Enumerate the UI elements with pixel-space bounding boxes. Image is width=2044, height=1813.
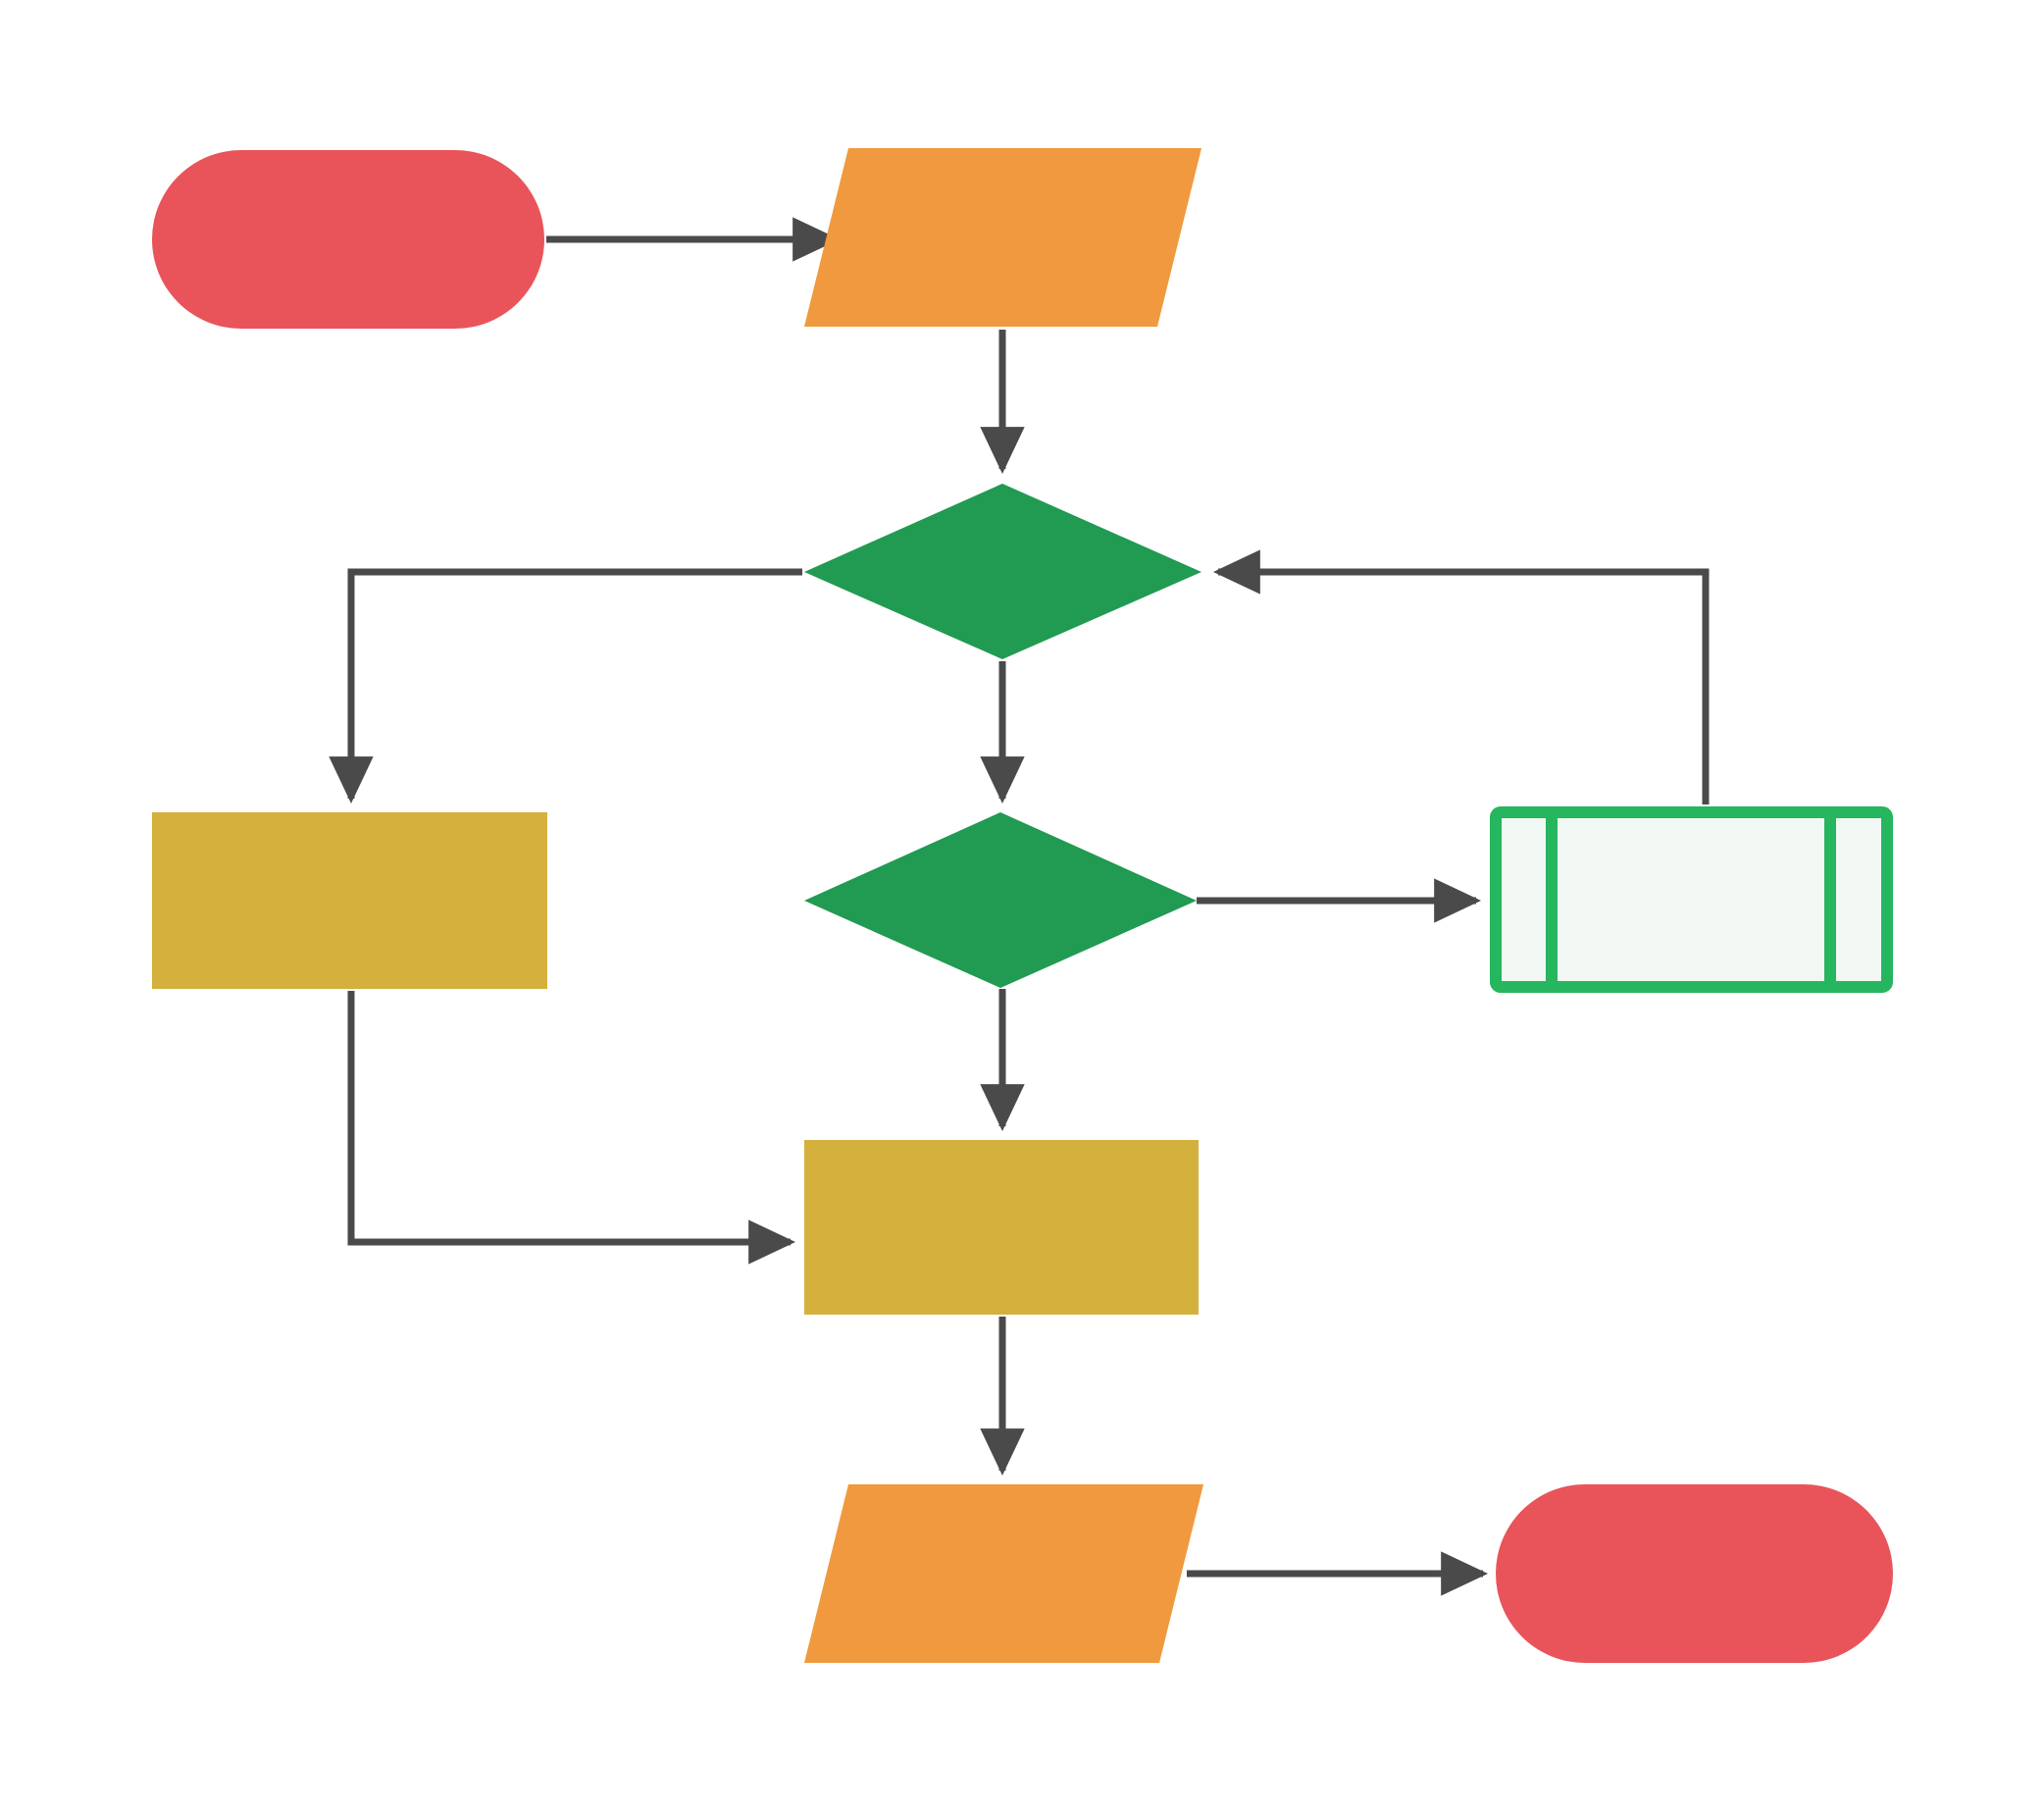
node-decision-2-diamond[interactable] — [804, 812, 1197, 988]
node-input-parallelogram[interactable] — [804, 148, 1201, 327]
node-process-left-rectangle[interactable] — [152, 812, 547, 989]
edge-process-left-to-process-main — [347, 991, 796, 1265]
edge-layer — [329, 217, 1710, 1596]
node-process-main-rectangle[interactable] — [804, 1140, 1199, 1315]
node-subroutine-predefined-process[interactable] — [1490, 806, 1893, 993]
subroutine-body — [1490, 806, 1893, 993]
node-start-terminator[interactable] — [152, 150, 544, 329]
edge-decision-1-to-process-left — [329, 568, 802, 804]
node-end-terminator[interactable] — [1496, 1484, 1893, 1663]
edge-subroutine-to-decision-1 — [1212, 549, 1710, 804]
node-decision-1-diamond[interactable] — [804, 484, 1201, 659]
node-layer — [152, 148, 1893, 1663]
node-output-parallelogram[interactable] — [804, 1484, 1203, 1663]
